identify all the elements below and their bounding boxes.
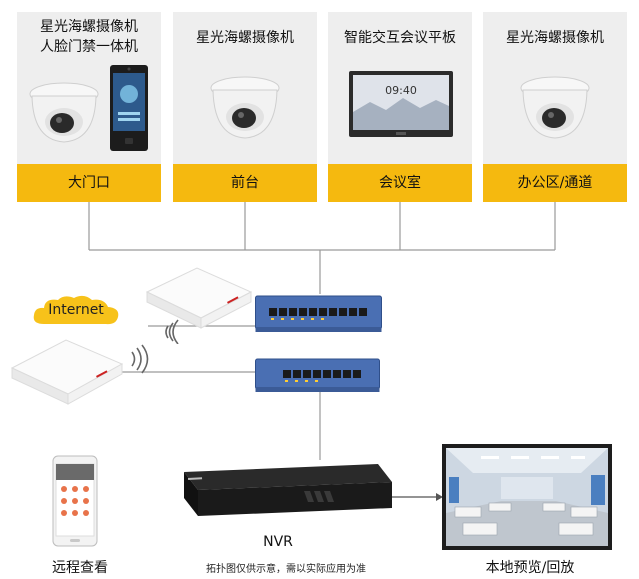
mobile-caption: 远程查看 (52, 560, 108, 576)
network-switch-icon (255, 358, 380, 392)
internet-label: Internet (48, 302, 104, 318)
network-switch-icon (255, 295, 382, 332)
disclaimer-note: 拓扑图仅供示意，需以实际应用为准 (206, 564, 366, 575)
location-label-entrance: 大门口 (17, 164, 161, 202)
wifi-signal-icon (131, 344, 149, 374)
nvr-label: NVR (263, 534, 293, 550)
cloud-icon (33, 295, 119, 325)
interactive-panel-icon (349, 71, 453, 137)
monitor-caption: 本地预览/回放 (485, 560, 575, 576)
dome-camera-icon (520, 76, 590, 139)
location-label-reception: 前台 (173, 164, 317, 202)
location-label-office: 办公区/通道 (483, 164, 627, 202)
card-title-line-1: 星光海螺摄像机 (40, 19, 138, 35)
wifi-signal-icon (165, 319, 179, 344)
card-title-line-2: 人脸门禁一体机 (40, 39, 138, 55)
wireless-ap-icon (10, 339, 124, 405)
monitor-icon (442, 444, 612, 550)
site-card-meeting-room: 智能交互会议平板 09:40 会议室 (328, 12, 472, 202)
card-title: 星光海螺摄像机 (196, 30, 294, 46)
card-title: 智能交互会议平板 (344, 30, 456, 46)
location-label-meeting-room: 会议室 (328, 164, 472, 202)
face-access-terminal-icon (110, 65, 148, 151)
dome-camera-icon (29, 82, 99, 143)
wireless-ap-icon (145, 267, 253, 329)
dome-camera-icon (210, 76, 280, 139)
panel-clock-text: 09:40 (385, 84, 417, 97)
card-title: 星光海螺摄像机 (506, 30, 604, 46)
mobile-phone-icon (52, 455, 98, 547)
site-card-office: 星光海螺摄像机 办公区/通道 (483, 12, 627, 202)
nvr-device-icon (184, 464, 392, 516)
site-card-reception: 星光海螺摄像机 前台 (173, 12, 317, 202)
site-card-entrance: 星光海螺摄像机 人脸门禁一体机 大门口 (17, 12, 161, 202)
